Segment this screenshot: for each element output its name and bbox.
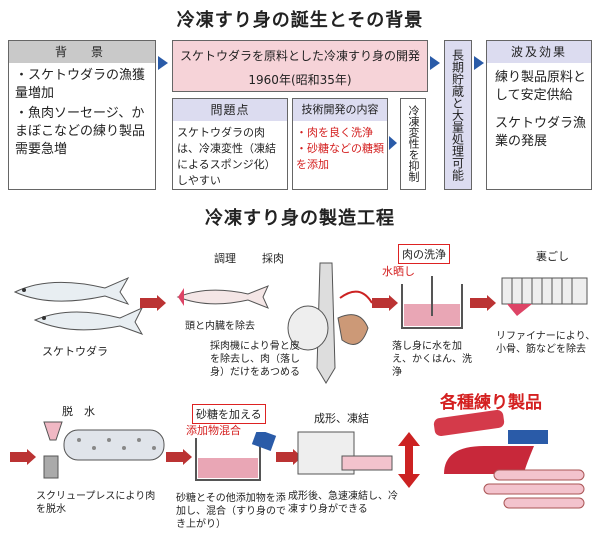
background-box: 背 景 ・スケトウダラの漁獲量増加 ・魚肉ソーセージ、かまぼこなどの練り製品需要…: [8, 40, 156, 190]
form-desc: 成形後、急速凍結し、冷凍すり身ができる: [288, 490, 398, 516]
mixer-icon: [190, 432, 280, 487]
background-item-2: ・魚肉ソーセージ、かまぼこなどの練り製品需要急増: [9, 103, 155, 159]
effects-header: 波及効果: [487, 41, 591, 63]
storage-text: 長期貯蔵と大量処理可能: [450, 49, 467, 181]
strain-label: 裏ごし: [536, 250, 569, 263]
problem-text: スケトウダラの肉は、冷凍変性（凍結によるスポンジ化）しやすい: [173, 121, 287, 189]
arrow-fish-to-prep: [140, 298, 158, 308]
dewater-desc: スクリュープレスにより肉を脱水: [36, 490, 156, 516]
development-title: スケトウダラを原料とした冷凍すり身の開発: [173, 41, 427, 65]
fish-illustration: [10, 270, 150, 340]
suppress-box: 冷凍変性を抑制: [400, 98, 426, 190]
fish-label: スケトウダラ: [42, 345, 108, 358]
arrow-bg-to-dev: [158, 56, 168, 70]
development-year: 1960年(昭和35年): [173, 65, 427, 89]
top-title: 冷凍すり身の誕生とその背景: [0, 6, 600, 32]
effects-item-1: 練り製品原料として安定供給: [487, 63, 591, 105]
wash-label: 肉の洗浄: [398, 244, 450, 264]
refiner-icon: [492, 268, 592, 318]
development-box: スケトウダラを原料とした冷凍すり身の開発 1960年(昭和35年): [172, 40, 428, 92]
tech-item-1: ・肉を良く洗浄: [293, 121, 387, 141]
arrow-storage-to-effects: [474, 56, 484, 70]
form-label: 成形、凍結: [314, 412, 369, 425]
background-item-1: ・スケトウダラの漁獲量増加: [9, 63, 155, 103]
effects-box: 波及効果 練り製品原料として安定供給 スケトウダラ漁業の発展: [486, 40, 592, 190]
mix-desc: 砂糖とその他添加物を添加し、混合（すり身のでき上がり）: [176, 492, 286, 531]
wash-desc: 落し身に水を加え、かくはん、洗浄: [392, 340, 478, 379]
arrow-mix-to-form: [276, 452, 294, 462]
arrow-tech-to-suppress: [389, 136, 397, 150]
tech-box: 技術開発の内容 ・肉を良く洗浄 ・砂糖などの糖類を添加: [292, 98, 388, 190]
arrow-wash-to-strain: [470, 298, 488, 308]
process-title: 冷凍すり身の製造工程: [0, 204, 600, 230]
arrow-dev-to-storage: [430, 56, 440, 70]
mince-desc: 採肉機により骨と皮を除去し、肉（落し身）だけをあつめる: [210, 340, 300, 379]
products-icon: [424, 410, 594, 520]
storage-box: 長期貯蔵と大量処理可能: [444, 40, 472, 190]
screw-press-icon: [24, 412, 174, 482]
double-arrow-icon: [398, 432, 420, 488]
tech-item-2: ・砂糖などの糖類を添加: [293, 141, 387, 173]
problem-header: 問題点: [173, 99, 287, 121]
problem-box: 問題点 スケトウダラの肉は、冷凍変性（凍結によるスポンジ化）しやすい: [172, 98, 288, 190]
suppress-text: 冷凍変性を抑制: [405, 105, 421, 182]
wash-tank-icon: [398, 276, 466, 334]
arrow-dewater-to-mix: [166, 452, 184, 462]
background-header: 背 景: [9, 41, 155, 63]
prep-label: 調理: [214, 252, 236, 265]
prep-fish-icon: [168, 282, 278, 312]
effects-item-2: スケトウダラ漁業の発展: [487, 105, 591, 151]
prep-desc: 頭と内臓を除去: [185, 320, 255, 333]
freezer-icon: [296, 426, 396, 486]
tech-header: 技術開発の内容: [293, 99, 387, 121]
strain-desc: リファイナーにより、小骨、筋などを除去: [496, 330, 596, 356]
arrow-mince-to-wash: [372, 298, 390, 308]
sugar-label: 砂糖を加える: [192, 404, 266, 424]
